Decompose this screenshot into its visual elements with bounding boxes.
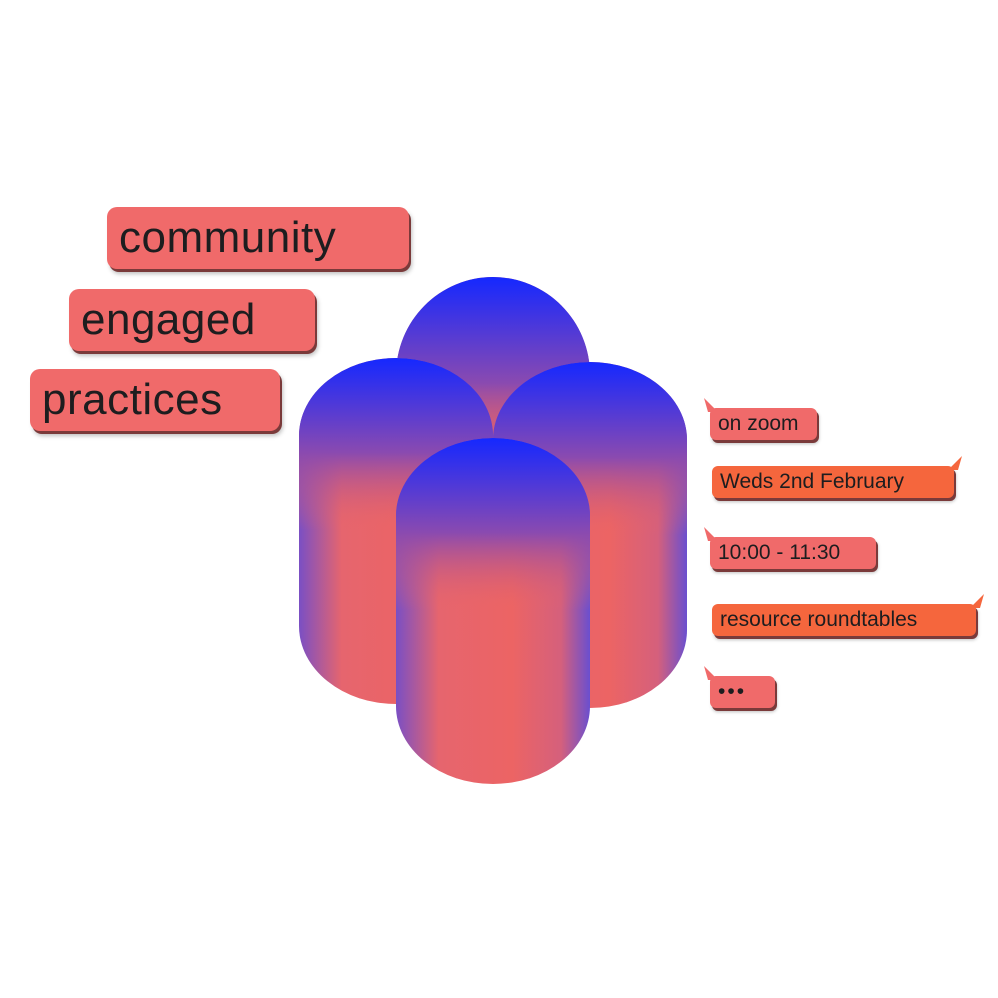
title-line-community: community (107, 207, 409, 269)
bubble-text: on zoom (718, 412, 799, 435)
bubble-tail-icon (970, 594, 984, 608)
bubble-tail-icon (704, 666, 718, 680)
bubble-resource-roundtables: resource roundtables (712, 594, 984, 636)
title-line-engaged: engaged (69, 289, 315, 351)
bubble-text: resource roundtables (720, 608, 918, 631)
bubble-text: Weds 2nd February (720, 470, 905, 493)
bubble-tail-icon (948, 456, 962, 470)
bubble-text: ••• (718, 680, 747, 703)
bubble-time: 10:00 - 11:30 (704, 527, 876, 569)
bubble-tail-icon (704, 527, 718, 541)
bubble-on-zoom: on zoom (704, 398, 817, 440)
cylinder-front (396, 438, 590, 784)
bubble-date: Weds 2nd February (712, 456, 962, 498)
bubble-ellipsis: ••• (704, 666, 775, 708)
bubble-tail-icon (704, 398, 718, 412)
title-line-practices: practices (30, 369, 280, 431)
bubble-text: 10:00 - 11:30 (718, 541, 841, 564)
